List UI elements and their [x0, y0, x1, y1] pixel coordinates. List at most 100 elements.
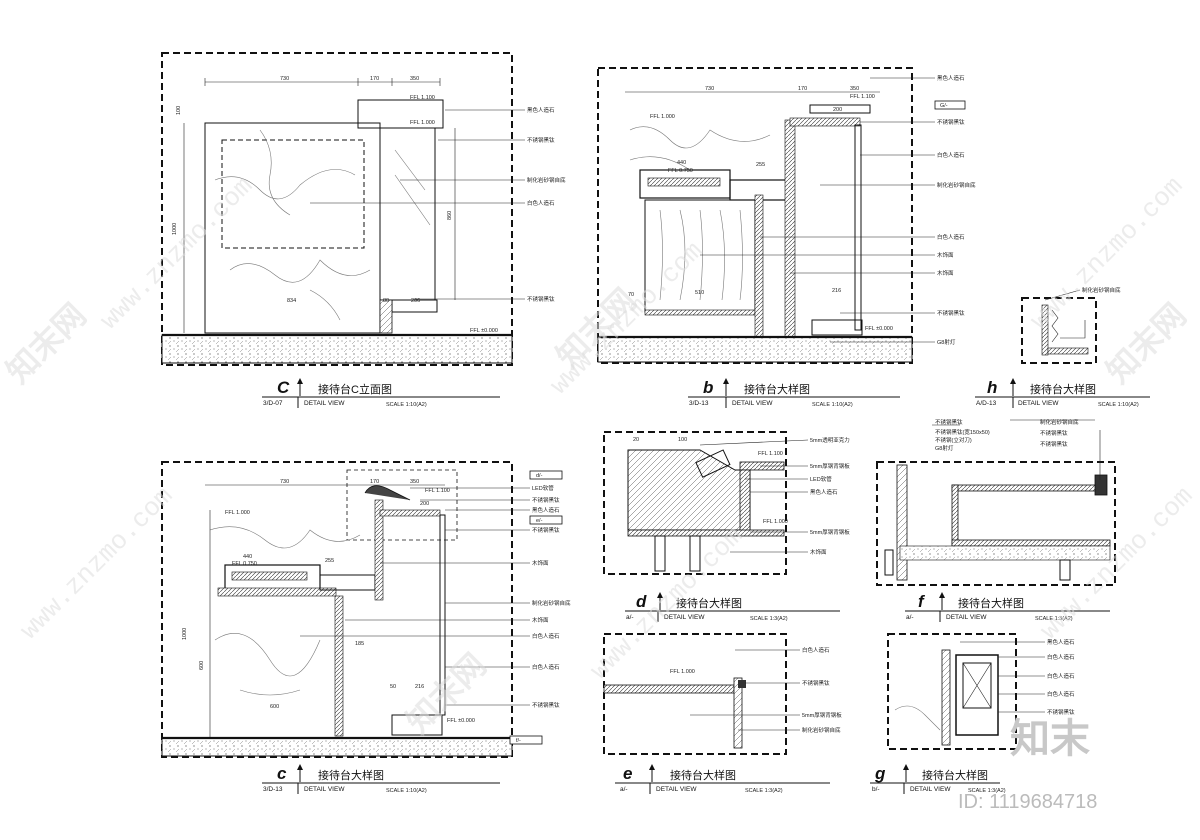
label-ss-black-f1: 不锈钢黑钛 [935, 418, 963, 426]
dim-255-c2: 255 [325, 558, 334, 564]
ffl-1000-c2: FFL 1.000 [225, 510, 250, 516]
label-black-marble-d: 黑色人造石 [810, 488, 838, 496]
view-b-type: DETAIL VIEW [732, 400, 773, 407]
dim-70-b: 70 [628, 292, 634, 298]
view-e-title: 接待台大样图 [670, 768, 736, 782]
view-g-type: DETAIL VIEW [910, 786, 951, 793]
dim-185-c2: 185 [355, 641, 364, 647]
view-h-ref: A/D-13 [976, 400, 997, 407]
label-black-marble-c2: 黑色人造石 [532, 506, 560, 514]
ffl-1000-d: FFL 1.000 [763, 519, 788, 525]
view-b-scale: SCALE 1:10(A2) [812, 402, 853, 408]
view-d-ref: a/- [626, 614, 634, 621]
view-e-detail: FFL 1.000 白色人造石 不锈钢黑钛 5mm厚钢背钢板 制化岩砂钢自底 e… [603, 633, 842, 794]
tag-f-ref: f/- [516, 738, 521, 744]
dim-216-b: 216 [832, 288, 841, 294]
tag-e-ref: e/- [536, 518, 543, 524]
label-ss-black-c2: 不锈钢黑钛 [527, 295, 555, 303]
view-b-section: 730 170 350 440 255 200 216 510 70 FFL 0… [597, 67, 976, 408]
dim-350-c2: 350 [410, 479, 419, 485]
label-ss-matte-e: 制化岩砂钢自底 [802, 726, 841, 734]
label-white-marble-c: 白色人造石 [527, 199, 555, 207]
dim-350-b: 350 [850, 86, 859, 92]
label-ss-black-f3: 不锈钢黑钛 [1040, 440, 1068, 448]
dim-170-b: 170 [798, 86, 807, 92]
label-ss-black-c4: 不锈钢黑钛 [532, 526, 560, 534]
dim-80: 80 [383, 298, 389, 304]
label-h: 制化岩砂钢自底 [1082, 286, 1121, 294]
watermark-site-4: www.znzmo.com [14, 481, 179, 646]
dim-200-c2: 200 [420, 501, 429, 507]
label-white-marble-e: 白色人造石 [802, 646, 830, 654]
watermark-site-1: www.znzmo.com [94, 171, 259, 336]
dim-1000-c2: 1000 [182, 628, 188, 640]
view-d-title: 接待台大样图 [676, 596, 742, 610]
dim-730: 730 [280, 76, 289, 82]
label-white-marble-g2: 白色人造石 [1047, 672, 1075, 680]
dim-216-c2: 216 [415, 684, 424, 690]
view-f-detail: 不锈钢黑钛 不锈钢黑钛(宽150x50) 不锈钢(立对刀) G8射灯 制化岩砂钢… [876, 418, 1116, 622]
watermark-id: ID: 1119684718 [958, 791, 1097, 813]
dim-350: 350 [410, 76, 419, 82]
dim-440-b: 440 [677, 160, 686, 166]
tag-d-ref: d/- [536, 473, 543, 479]
view-f-ref: a/- [906, 614, 914, 621]
view-f-title: 接待台大样图 [958, 596, 1024, 610]
label-white-marble-c3: 白色人造石 [532, 663, 560, 671]
label-ss-matte-c: 制化岩砂钢自底 [527, 176, 566, 184]
label-ss-black-b1: 不锈钢黑钛 [937, 118, 965, 126]
view-h-detail: 制化岩砂钢自底 h 接待台大样图 A/D-13 DETAIL VIEW SCAL… [975, 286, 1150, 408]
label-ss-flat-f: 不锈钢(立对刀) [935, 436, 972, 444]
label-wood-b2: 木饰面 [937, 269, 954, 277]
view-c-key: c [277, 764, 287, 783]
label-steel-d: 5mm厚钢背钢板 [810, 462, 850, 470]
label-ss-black-e: 不锈钢黑钛 [802, 679, 830, 687]
view-d-key: d [636, 592, 647, 611]
watermark-logo: 知末 [1010, 717, 1090, 761]
label-ss-black-b2: 不锈钢黑钛 [937, 309, 965, 317]
view-C-type: DETAIL VIEW [304, 400, 345, 407]
ffl-1100-d: FFL 1.100 [758, 451, 783, 457]
label-ss-black-c1: 不锈钢黑钛 [527, 136, 555, 144]
label-wood-d: 木饰面 [810, 548, 827, 556]
label-ss-matte-c2: 制化岩砂钢自底 [532, 599, 571, 607]
dim-50-c2: 50 [390, 684, 396, 690]
ffl-1000-b: FFL 1.000 [650, 114, 675, 120]
label-ss-matte-f: 制化岩砂钢自底 [1040, 418, 1079, 426]
dim-510-b: 510 [695, 290, 704, 296]
view-h-scale: SCALE 1:10(A2) [1098, 402, 1139, 408]
label-white-marble-b1: 白色人造石 [937, 151, 965, 159]
label-steel-d2: 5mm厚钢背钢板 [810, 528, 850, 536]
dim-20-d: 20 [633, 437, 639, 443]
dim-730-c2: 730 [280, 479, 289, 485]
view-b-ref: 3/D-13 [689, 400, 709, 407]
watermark-cn-4: 知末网 [399, 647, 492, 740]
ffl-0750-b: FFL 0.750 [668, 168, 693, 174]
view-e-ref: a/- [620, 786, 628, 793]
view-c-type: DETAIL VIEW [304, 786, 345, 793]
label-acrylic-d: 5mm透明亚克力 [810, 436, 850, 444]
dim-600-c2: 600 [199, 661, 205, 670]
ffl-1100-b: FFL 1.100 [850, 94, 875, 100]
label-ss-black-f2: 不锈钢黑钛 [1040, 429, 1068, 437]
view-g-ref: b/- [872, 786, 880, 793]
ffl-1000-e: FFL 1.000 [670, 669, 695, 675]
label-g-ref-b: G/- [940, 103, 948, 109]
ffl-1000-c: FFL 1.000 [410, 120, 435, 126]
view-b-title: 接待台大样图 [744, 382, 810, 396]
label-white-marble-c2: 白色人造石 [532, 632, 560, 640]
watermarks: www.znzmo.com 知末网 www.znzmo.com 知末网 www.… [0, 171, 1199, 813]
label-g8-f: G8射灯 [935, 444, 954, 452]
view-d-detail: 20 100 FFL 1.100 FFL 1.000 5mm透明亚克力 5mm厚… [603, 431, 850, 622]
watermark-cn-3: 知末网 [1099, 297, 1192, 390]
label-led-d: LED软管 [810, 475, 832, 483]
dim-600-c3: 600 [270, 704, 279, 710]
dim-255-b: 255 [756, 162, 765, 168]
dim-730-b: 730 [705, 86, 714, 92]
view-e-scale: SCALE 1:3(A2) [745, 788, 783, 794]
dim-1000-c: 1000 [172, 223, 178, 235]
label-ss-wide-f: 不锈钢黑钛(宽150x50) [935, 428, 990, 436]
ffl-1100-c: FFL 1.100 [410, 95, 435, 101]
dim-206: 206 [411, 298, 420, 304]
dim-440-c2: 440 [243, 554, 252, 560]
